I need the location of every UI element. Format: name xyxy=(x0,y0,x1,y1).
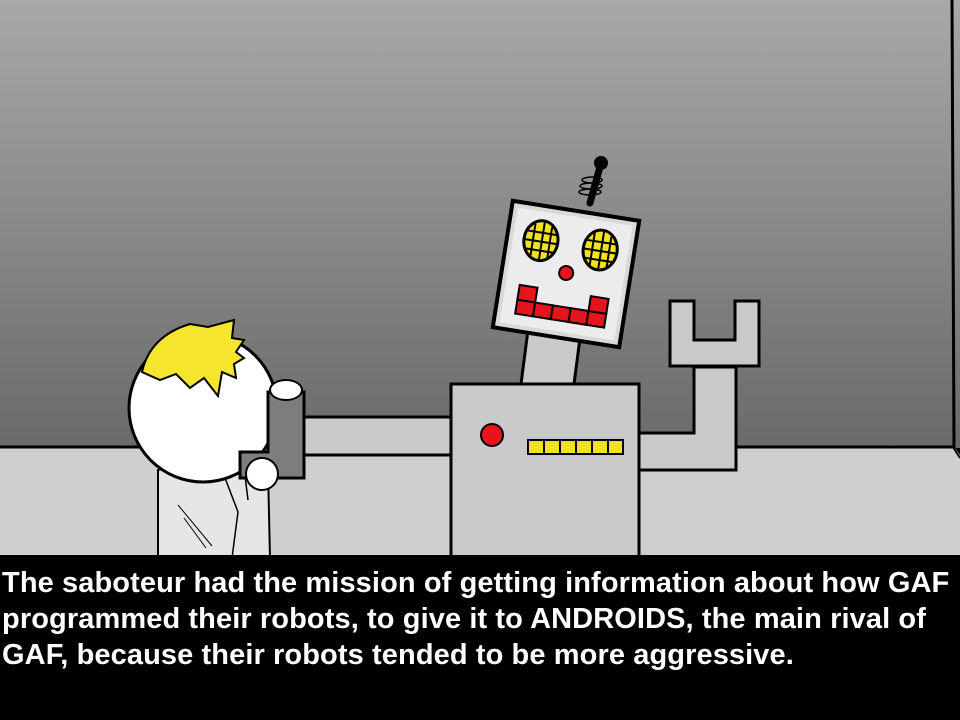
robot-head xyxy=(490,198,642,350)
robot-eye-left xyxy=(522,219,560,263)
scanner-device xyxy=(238,390,306,480)
robot-nose xyxy=(558,265,575,282)
narration-caption: The saboteur had the mission of getting … xyxy=(0,555,960,720)
robot-claw xyxy=(668,299,761,368)
saboteur-hand-upper xyxy=(269,379,303,401)
saboteur-figure xyxy=(127,318,306,555)
robot-body-lights xyxy=(527,439,624,455)
wall-corner-edge xyxy=(950,0,956,449)
robot-mouth xyxy=(514,283,610,329)
saboteur-hand-lower xyxy=(245,457,279,491)
robot-eye-right xyxy=(581,228,619,272)
robot-body-button xyxy=(480,423,504,447)
saboteur-tie xyxy=(177,504,213,549)
saboteur-hair xyxy=(140,318,246,399)
comic-scene xyxy=(0,0,960,555)
floor-corner-edge xyxy=(952,446,960,459)
robot-left-arm xyxy=(298,415,457,457)
robot-antenna xyxy=(578,156,608,207)
robot-body xyxy=(449,382,641,555)
